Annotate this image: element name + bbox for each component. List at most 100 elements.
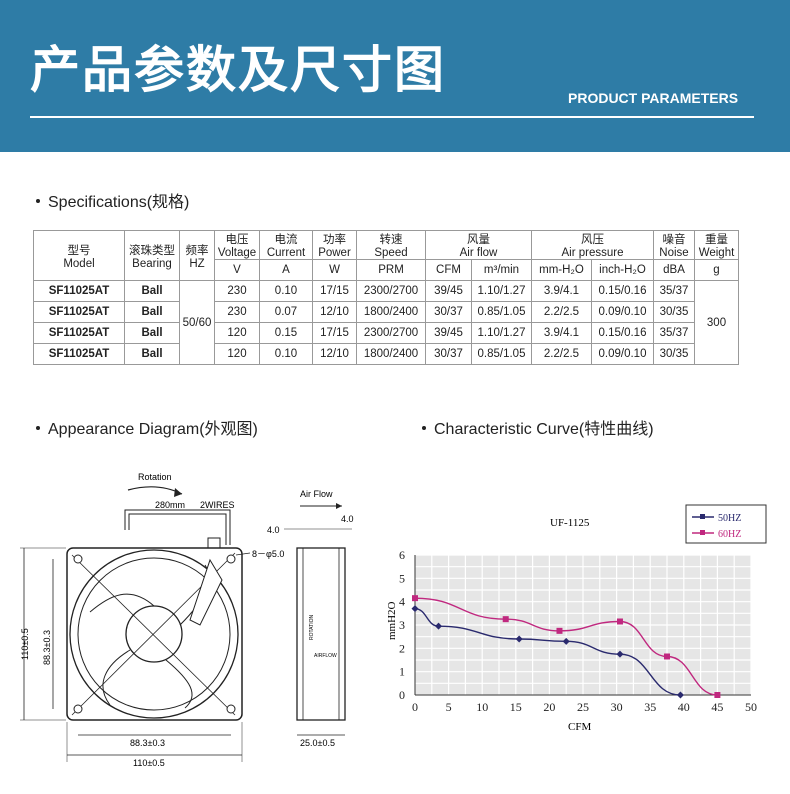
table-row: SF11025AT Ball 50/60 230 0.10 17/15 2300… (33, 280, 739, 365)
x-tick-label: 50 (745, 700, 757, 714)
cell-noise: 35/37 (653, 322, 695, 344)
data-point-60hz (556, 627, 563, 634)
width-outer-label: 110±0.5 (133, 758, 165, 768)
cable-length-label: 280mm (155, 500, 185, 510)
cell-speed: 2300/2700 (356, 280, 426, 302)
col-voltage-cn: 电压 (225, 234, 249, 246)
cell-m3: 0.85/1.05 (471, 343, 532, 365)
y-tick-label: 5 (399, 571, 405, 585)
header-banner: 产品参数及尺寸图 PRODUCT PARAMETERS (0, 0, 790, 152)
legend-marker-60hz (700, 530, 705, 535)
bullet-icon (36, 198, 40, 203)
legend-marker-50hz (700, 514, 705, 519)
x-tick-label: 40 (678, 700, 690, 714)
cable-line-inner (128, 513, 227, 545)
x-tick-label: 5 (446, 700, 452, 714)
y-tick-label: 6 (399, 548, 405, 562)
x-tick-label: 15 (510, 700, 522, 714)
cell-power: 12/10 (312, 301, 357, 323)
cell-bearing: Ball (124, 301, 180, 323)
data-point-50hz (435, 622, 443, 630)
data-point-60hz (714, 692, 721, 698)
table-row: SF11025AT Ball 230 0.07 12/10 1800/2400 … (33, 301, 739, 323)
x-tick-label: 30 (611, 700, 623, 714)
legend-label-50hz: 50HZ (718, 513, 741, 524)
cell-mmh2o: 2.2/2.5 (531, 301, 592, 323)
cell-noise: 30/35 (653, 343, 695, 365)
col-power-en: Power (318, 247, 351, 259)
col-current-en: Current (266, 247, 306, 259)
cable-line (124, 509, 231, 545)
cell-inchh2o: 0.15/0.16 (591, 280, 654, 302)
data-point-60hz (502, 616, 509, 623)
cell-mmh2o: 3.9/4.1 (531, 322, 592, 344)
mount-hole (73, 704, 83, 714)
col-model-cn: 型号 (67, 244, 91, 257)
data-point-60hz (664, 653, 670, 660)
side-rotation-label: ROTATION (309, 615, 315, 640)
fan-blade (165, 659, 193, 709)
appearance-diagram: Rotation 280mm 2WIRES 8－φ5.0 110±0.5 88.… (20, 472, 354, 768)
airflow-label: Air Flow (300, 489, 333, 499)
banner-divider (30, 116, 754, 118)
cell-frequency: 50/60 (179, 280, 215, 365)
fan-ring-outer (69, 549, 239, 719)
cell-m3: 1.10/1.27 (471, 322, 532, 344)
cell-model: SF11025AT (33, 301, 125, 323)
cell-speed: 1800/2400 (356, 343, 426, 365)
cell-inchh2o: 0.09/0.10 (591, 301, 654, 323)
x-tick-label: 10 (476, 700, 488, 714)
legend-label-60hz: 60HZ (718, 529, 741, 540)
cell-cfm: 30/37 (425, 301, 472, 323)
col-power-cn: 功率 (323, 234, 346, 246)
cell-noise: 30/35 (653, 301, 695, 323)
y-tick-label: 2 (399, 641, 405, 655)
section-curve: Characteristic Curve(特性曲线) (422, 415, 654, 439)
table-row: SF11025AT Ball 120 0.15 17/15 2300/2700 … (33, 322, 739, 344)
height-outer-label: 110±0.5 (20, 628, 30, 660)
data-point-50hz (562, 637, 570, 645)
col-bearing-cn: 滚珠类型 (129, 244, 175, 257)
data-point-50hz (616, 650, 624, 658)
unit-power: W (312, 259, 357, 281)
unit-voltage: V (214, 259, 260, 281)
unit-noise: dBA (653, 259, 695, 281)
col-pressure-cn: 风压 (581, 234, 604, 246)
legend-box (685, 504, 767, 544)
cell-voltage: 230 (214, 280, 260, 302)
chart-grid (414, 554, 752, 696)
section-curve-label: Characteristic Curve(特性曲线) (434, 421, 654, 438)
unit-mmh2o: mm-H₂O (531, 259, 592, 281)
cell-m3: 0.85/1.05 (471, 301, 532, 323)
section-specifications-label: Specifications(规格) (48, 194, 190, 211)
chart-legend: 50HZ 60HZ (685, 504, 767, 544)
unit-cfm: CFM (425, 259, 472, 281)
unit-m3: m³/min (471, 259, 532, 281)
col-bearing-en: Bearing (132, 257, 172, 270)
cell-m3: 1.10/1.27 (471, 280, 532, 302)
series-line-60hz (414, 597, 718, 696)
fan-blade (102, 649, 131, 706)
col-speed-cn: 转速 (379, 234, 403, 246)
airflow-arrowhead-icon (336, 503, 342, 509)
mount-hole (226, 554, 236, 564)
data-point-60hz (616, 618, 623, 625)
cell-voltage: 230 (214, 301, 260, 323)
depth-right-label: 4.0 (341, 514, 354, 524)
holes-label: 8－φ5.0 (252, 549, 284, 559)
data-point-50hz (676, 691, 684, 699)
cell-speed: 1800/2400 (356, 301, 426, 323)
col-model-en: Model (63, 257, 95, 270)
cell-inchh2o: 0.15/0.16 (591, 322, 654, 344)
depth-left-label: 4.0 (267, 525, 280, 535)
col-noise-en: Noise (659, 247, 689, 259)
cell-current: 0.07 (259, 301, 313, 323)
x-tick-label: 0 (412, 700, 418, 714)
